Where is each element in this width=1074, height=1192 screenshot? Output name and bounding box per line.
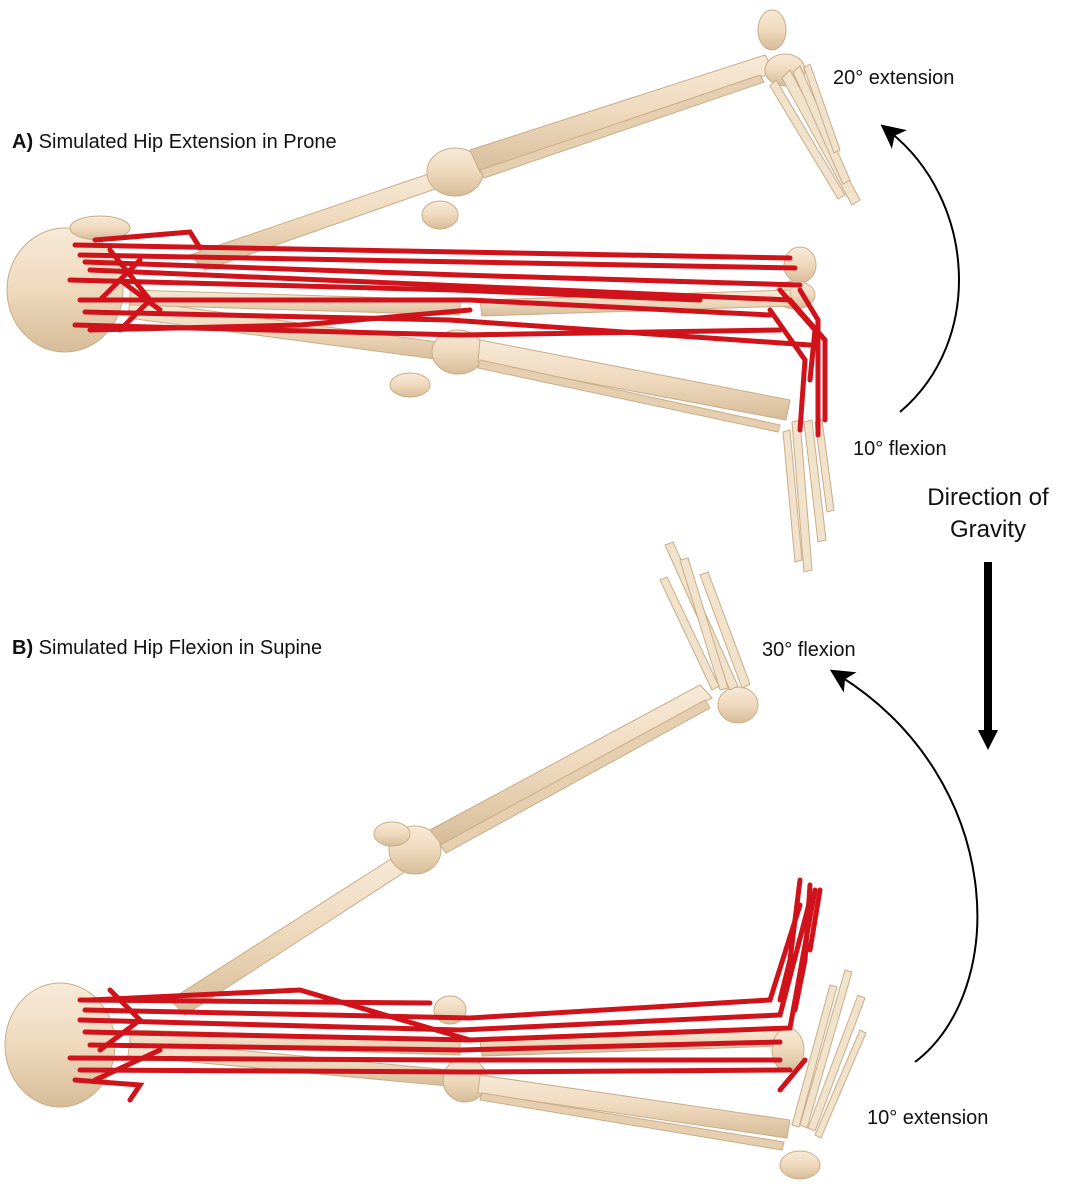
- panel-b-title: B) Simulated Hip Flexion in Supine: [12, 637, 322, 660]
- gravity-label: Direction of Gravity: [898, 482, 1074, 546]
- panel-b-start-angle-label: 10° extension: [867, 1107, 988, 1130]
- panel-a-tag: A): [12, 131, 33, 153]
- panel-a-title: A) Simulated Hip Extension in Prone: [12, 131, 337, 154]
- panel-b-end-angle-label: 30° flexion: [762, 639, 856, 662]
- panel-a-rotation-arrow: [890, 132, 959, 412]
- panel-a-resting-foot: [783, 420, 834, 572]
- panel-b-muscles: [70, 880, 820, 1100]
- panel-b-title-text: Simulated Hip Flexion in Supine: [39, 637, 323, 659]
- gravity-label-line2: Gravity: [898, 514, 1074, 546]
- gravity-arrow: [978, 562, 998, 750]
- panel-b-raised-foot: [660, 542, 750, 690]
- panel-a-skeleton: [7, 10, 860, 572]
- panel-a-title-text: Simulated Hip Extension in Prone: [39, 131, 337, 153]
- panel-a-start-angle-label: 10° flexion: [853, 438, 947, 461]
- panel-a-end-angle-label: 20° extension: [833, 67, 954, 90]
- panel-b-tag: B): [12, 637, 33, 659]
- panel-b-raised-leg: [170, 542, 758, 1015]
- gravity-label-line1: Direction of: [898, 482, 1074, 514]
